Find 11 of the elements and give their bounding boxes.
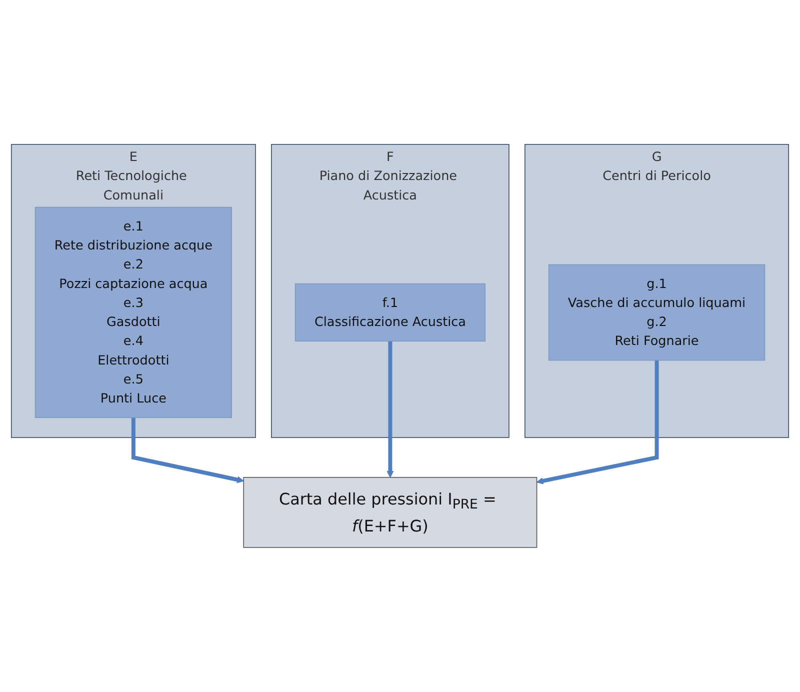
arrow [536,360,659,484]
cluster [10,144,256,438]
node-box [294,283,486,342]
node-box [34,206,232,418]
flowchart: G Centri di Pericolo F Piano di Zonizzazione Acustica E Reti Tecnologiche Comunali e.1 Rete distribuzione acque e.2 Pozzi captazione acqua e.3 Gasdotti e.4 Elettrodotti e.5 Punti Luce f.1 Classificazione Acustica g.1 Vasche di accumulo liquami g.2 Reti Fognarie Carta delle pressioni I$_{PRE}$ = f(E+F+G) [5,138,795,554]
node-box [243,477,538,548]
cluster [271,144,510,438]
cluster [524,144,790,438]
node-box [548,264,766,361]
arrow [386,341,394,478]
arrow [131,418,244,484]
